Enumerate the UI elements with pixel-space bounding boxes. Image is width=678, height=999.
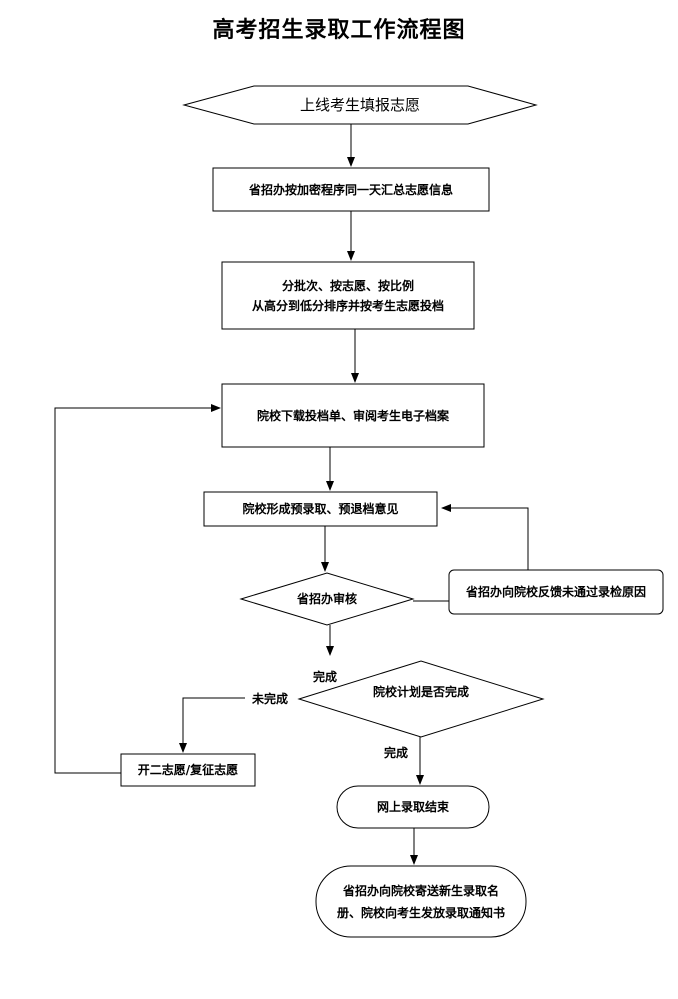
sort-node-label: 分批次、按志愿、按比例 从高分到低分排序并按考生志愿投档 [222, 262, 474, 329]
sort-box [221, 261, 475, 330]
second-node-label: 开二志愿/复征志愿 [137, 763, 239, 777]
arrow-second-download [54, 404, 221, 774]
download-node-label: 院校下载投档单、审阅考生电子档案 [256, 408, 449, 423]
start-shape [182, 85, 538, 125]
done-label-1: 完成 [313, 670, 338, 684]
preadmit-box [203, 491, 438, 527]
notify-line-2: 册、院校向考生发放录取通知书 [336, 905, 505, 920]
review-diamond [239, 572, 415, 626]
page-title: 高考招生录取工作流程图 [212, 18, 466, 43]
feedback-box [448, 569, 664, 615]
collect-node-label: 省招办按加密程序同一天汇总志愿信息 [248, 182, 453, 197]
review-node-label: 省招办审核 [296, 592, 357, 606]
sort-line-1: 分批次、按志愿、按比例 [281, 278, 414, 293]
collect-box [212, 167, 490, 212]
plan-diamond [297, 660, 545, 738]
notify-box [315, 865, 527, 938]
notify-node-label: 省招办向院校寄送新生录取名 册、院校向考生发放录取通知书 [316, 866, 526, 937]
notify-line-1: 省招办向院校寄送新生录取名 [342, 883, 499, 898]
end-box [336, 785, 490, 829]
start-node-label: 上线考生填报志愿 [299, 96, 420, 114]
preadmit-node-label: 院校形成预录取、预退档意见 [242, 502, 399, 516]
sort-line-2: 从高分到低分排序并按考生志愿投档 [251, 298, 444, 313]
arrow-plan-second [179, 697, 245, 753]
arrow-feedback-preadmit [441, 504, 529, 570]
not-done-label: 未完成 [252, 692, 289, 706]
done-label-2: 完成 [384, 746, 409, 760]
feedback-node-label: 省招办向院校反馈未通过录检原因 [465, 585, 646, 599]
second-box [120, 753, 256, 787]
plan-node-label: 院校计划是否完成 [372, 685, 469, 699]
download-box [221, 383, 485, 448]
end-node-label: 网上录取结束 [376, 800, 449, 814]
